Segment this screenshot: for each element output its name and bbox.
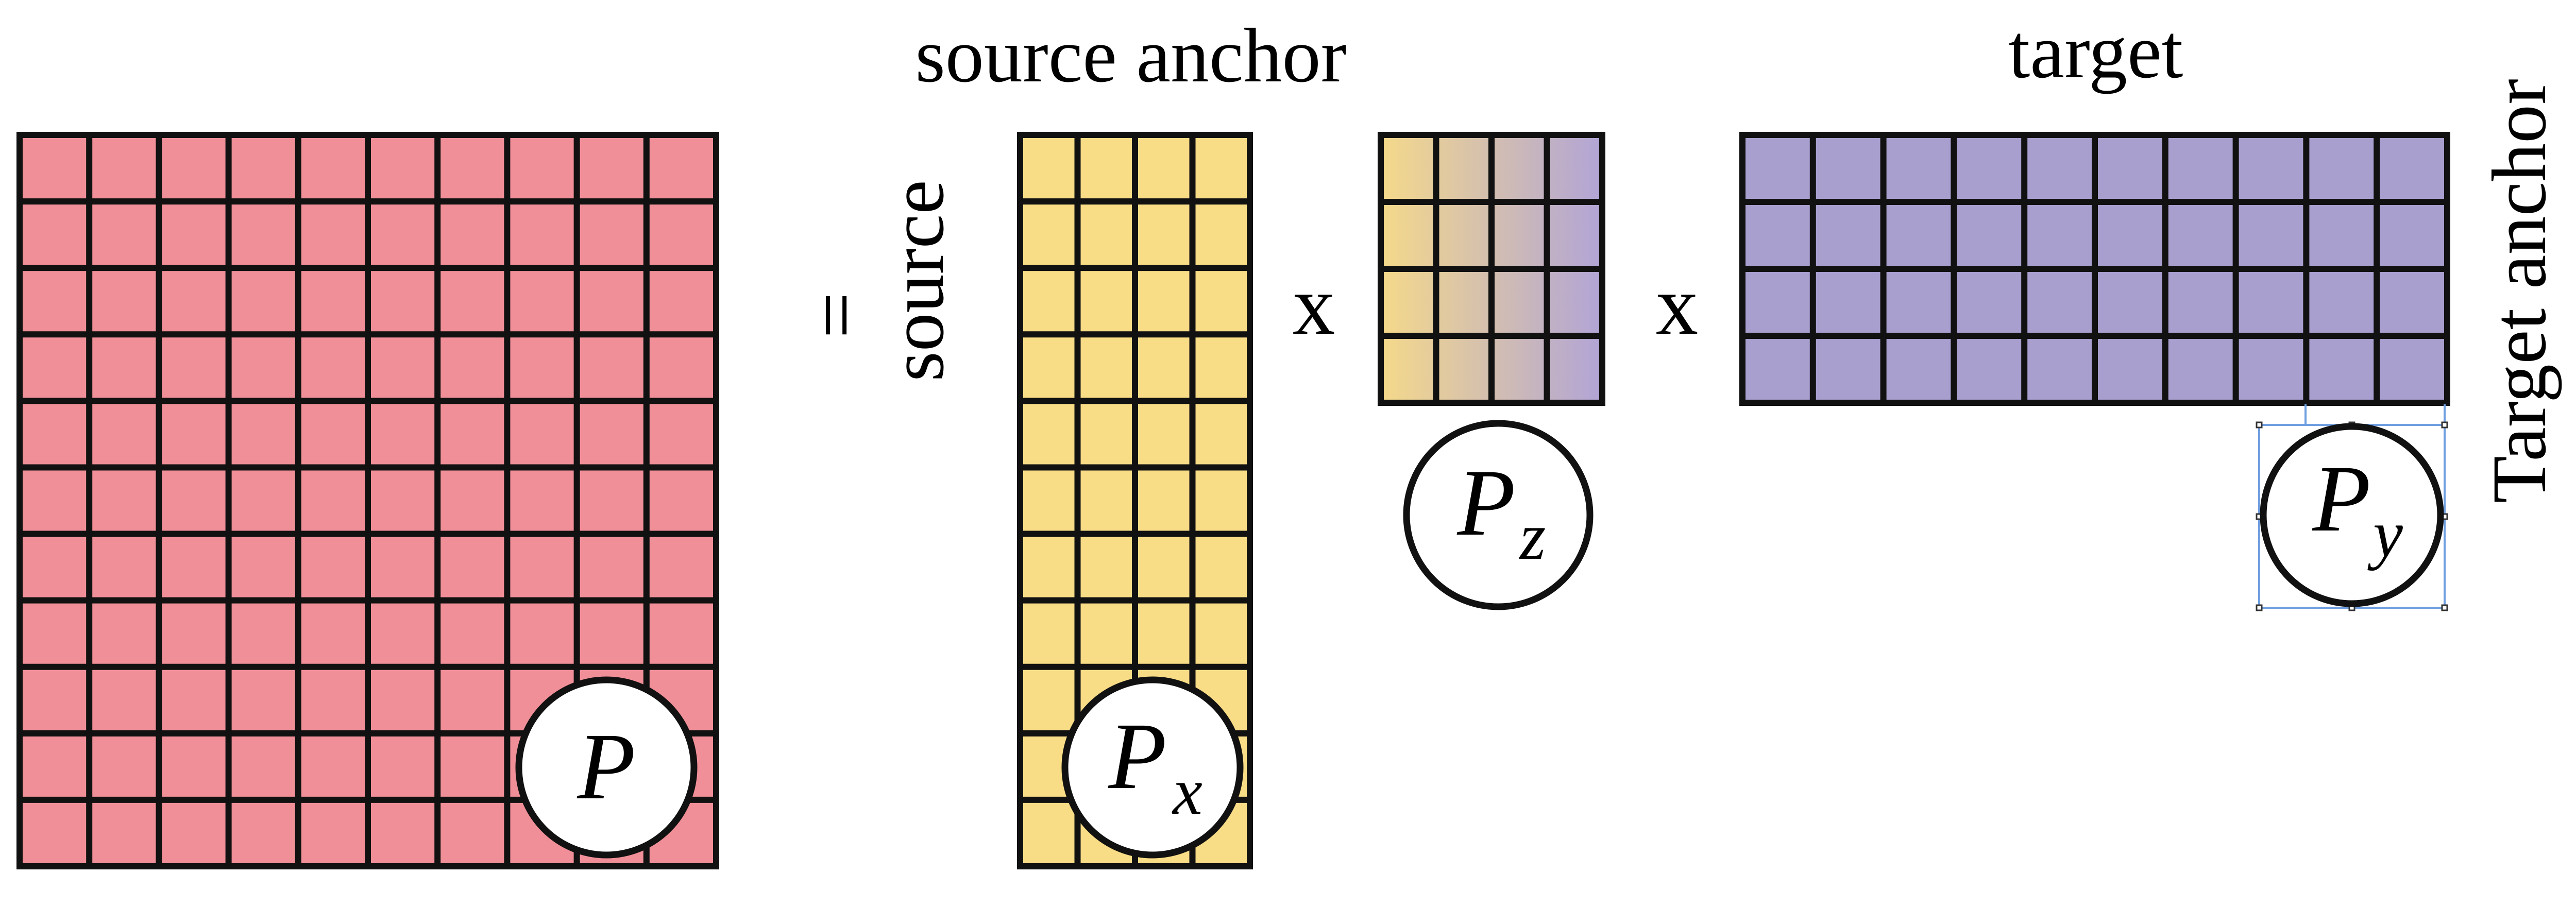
matrix-p-symbol: P bbox=[577, 714, 635, 819]
source-anchor-label: source anchor bbox=[915, 13, 1346, 98]
matrix-py-symbol: P bbox=[2312, 446, 2370, 552]
matrix-px-subscript: x bbox=[1172, 755, 1202, 829]
multiply-sign-1: x bbox=[1293, 258, 1335, 352]
matrix-py-grid bbox=[1739, 132, 2450, 406]
target-anchor-label: Target anchor bbox=[2477, 79, 2562, 503]
matrix-pz-subscript: z bbox=[1519, 500, 1546, 574]
equals-sign: = bbox=[791, 292, 883, 338]
source-label: source bbox=[874, 180, 960, 381]
matrix-px: P x bbox=[1017, 132, 1253, 869]
matrix-px-badge bbox=[1061, 676, 1244, 859]
matrix-py-badge bbox=[2260, 423, 2444, 607]
target-label: target bbox=[2009, 9, 2183, 94]
matrix-pz-grid bbox=[1378, 132, 1605, 406]
matrix-pz-badge bbox=[1403, 420, 1594, 610]
matrix-py: P y bbox=[1739, 132, 2450, 611]
matrix-p-grid bbox=[16, 132, 719, 869]
matrix-px-grid bbox=[1017, 132, 1253, 869]
matrix-p: P bbox=[16, 132, 719, 869]
matrix-px-symbol: P bbox=[1108, 704, 1166, 809]
matrix-pz: P z bbox=[1378, 132, 1605, 610]
matrix-pz-symbol: P bbox=[1456, 450, 1515, 556]
multiply-sign-2: x bbox=[1656, 258, 1699, 352]
matrix-py-subscript: y bbox=[2367, 497, 2403, 571]
matrix-p-badge bbox=[515, 676, 698, 859]
